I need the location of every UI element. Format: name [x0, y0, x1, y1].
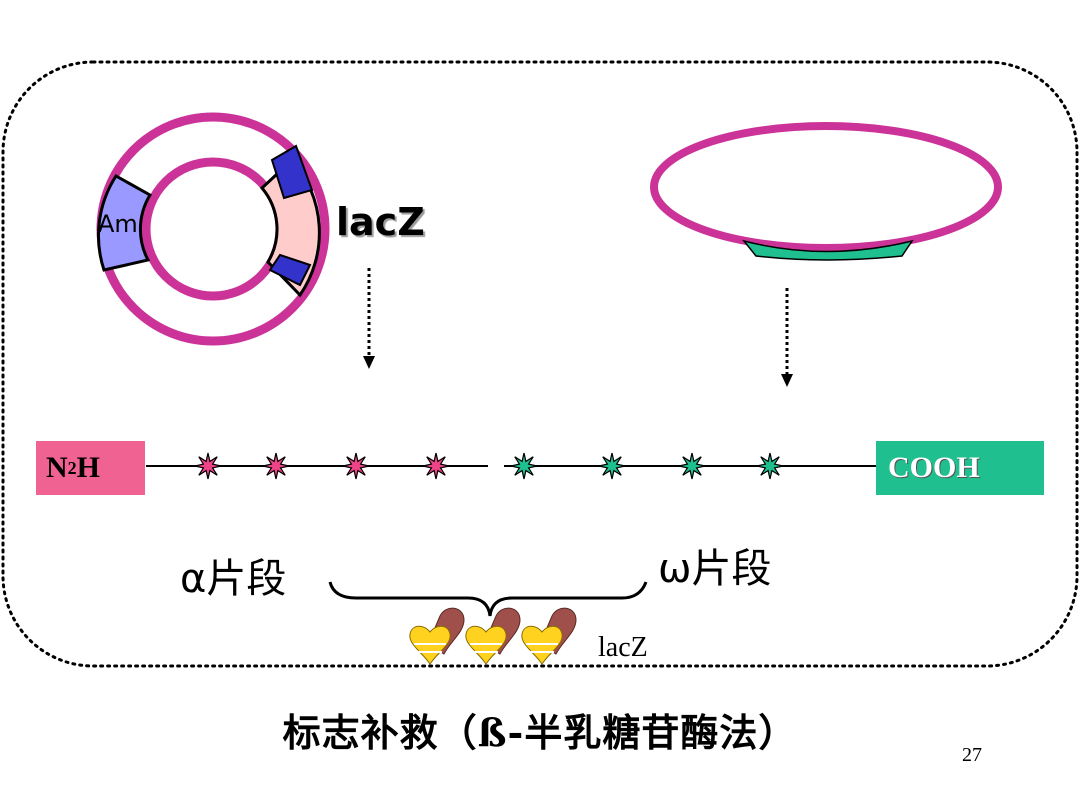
c-terminus-box: COOH — [876, 441, 1044, 495]
enzyme-subunit-icon — [465, 607, 521, 665]
amino-acid-star — [422, 452, 450, 480]
page-number: 27 — [962, 744, 982, 766]
slide-caption: 标志补救（ß-半乳糖苷酶法） — [282, 710, 798, 755]
amino-acid-star — [756, 452, 784, 480]
amino-acid-markers — [194, 452, 784, 480]
am-marker-segment — [96, 174, 153, 272]
arrow-left — [363, 268, 375, 369]
amino-acid-star — [510, 452, 538, 480]
lacz-edge-upper — [270, 144, 314, 200]
product-lacz-label: lacZ — [598, 632, 648, 663]
enzyme-subunit-icon — [521, 607, 577, 665]
amino-acid-star — [262, 452, 290, 480]
am-marker-label: Am — [98, 210, 138, 238]
plasmid-omega — [650, 122, 1002, 261]
lacz-edge-lower — [268, 253, 312, 287]
amino-acid-star — [678, 452, 706, 480]
omega-insert-segment — [742, 239, 914, 261]
amino-acid-star — [194, 452, 222, 480]
omega-fragment-label: ω片段 — [658, 546, 772, 592]
complementation-brace — [328, 581, 648, 617]
amino-acid-star — [342, 452, 370, 480]
dotted-frame — [1, 60, 1079, 668]
n-terminus-subscript: 2 — [67, 457, 77, 478]
n-terminus-end: H — [76, 451, 101, 484]
enzyme-subunit-icon — [409, 607, 465, 665]
amino-acid-star — [598, 452, 626, 480]
plasmid-with-lacz — [96, 112, 330, 346]
n-terminus-letter: N — [46, 451, 68, 484]
arrow-right — [781, 288, 793, 387]
alpha-fragment-label: α片段 — [180, 556, 287, 602]
beta-galactosidase-product — [409, 607, 577, 665]
lacz-gene-label: lacZ — [336, 200, 425, 244]
